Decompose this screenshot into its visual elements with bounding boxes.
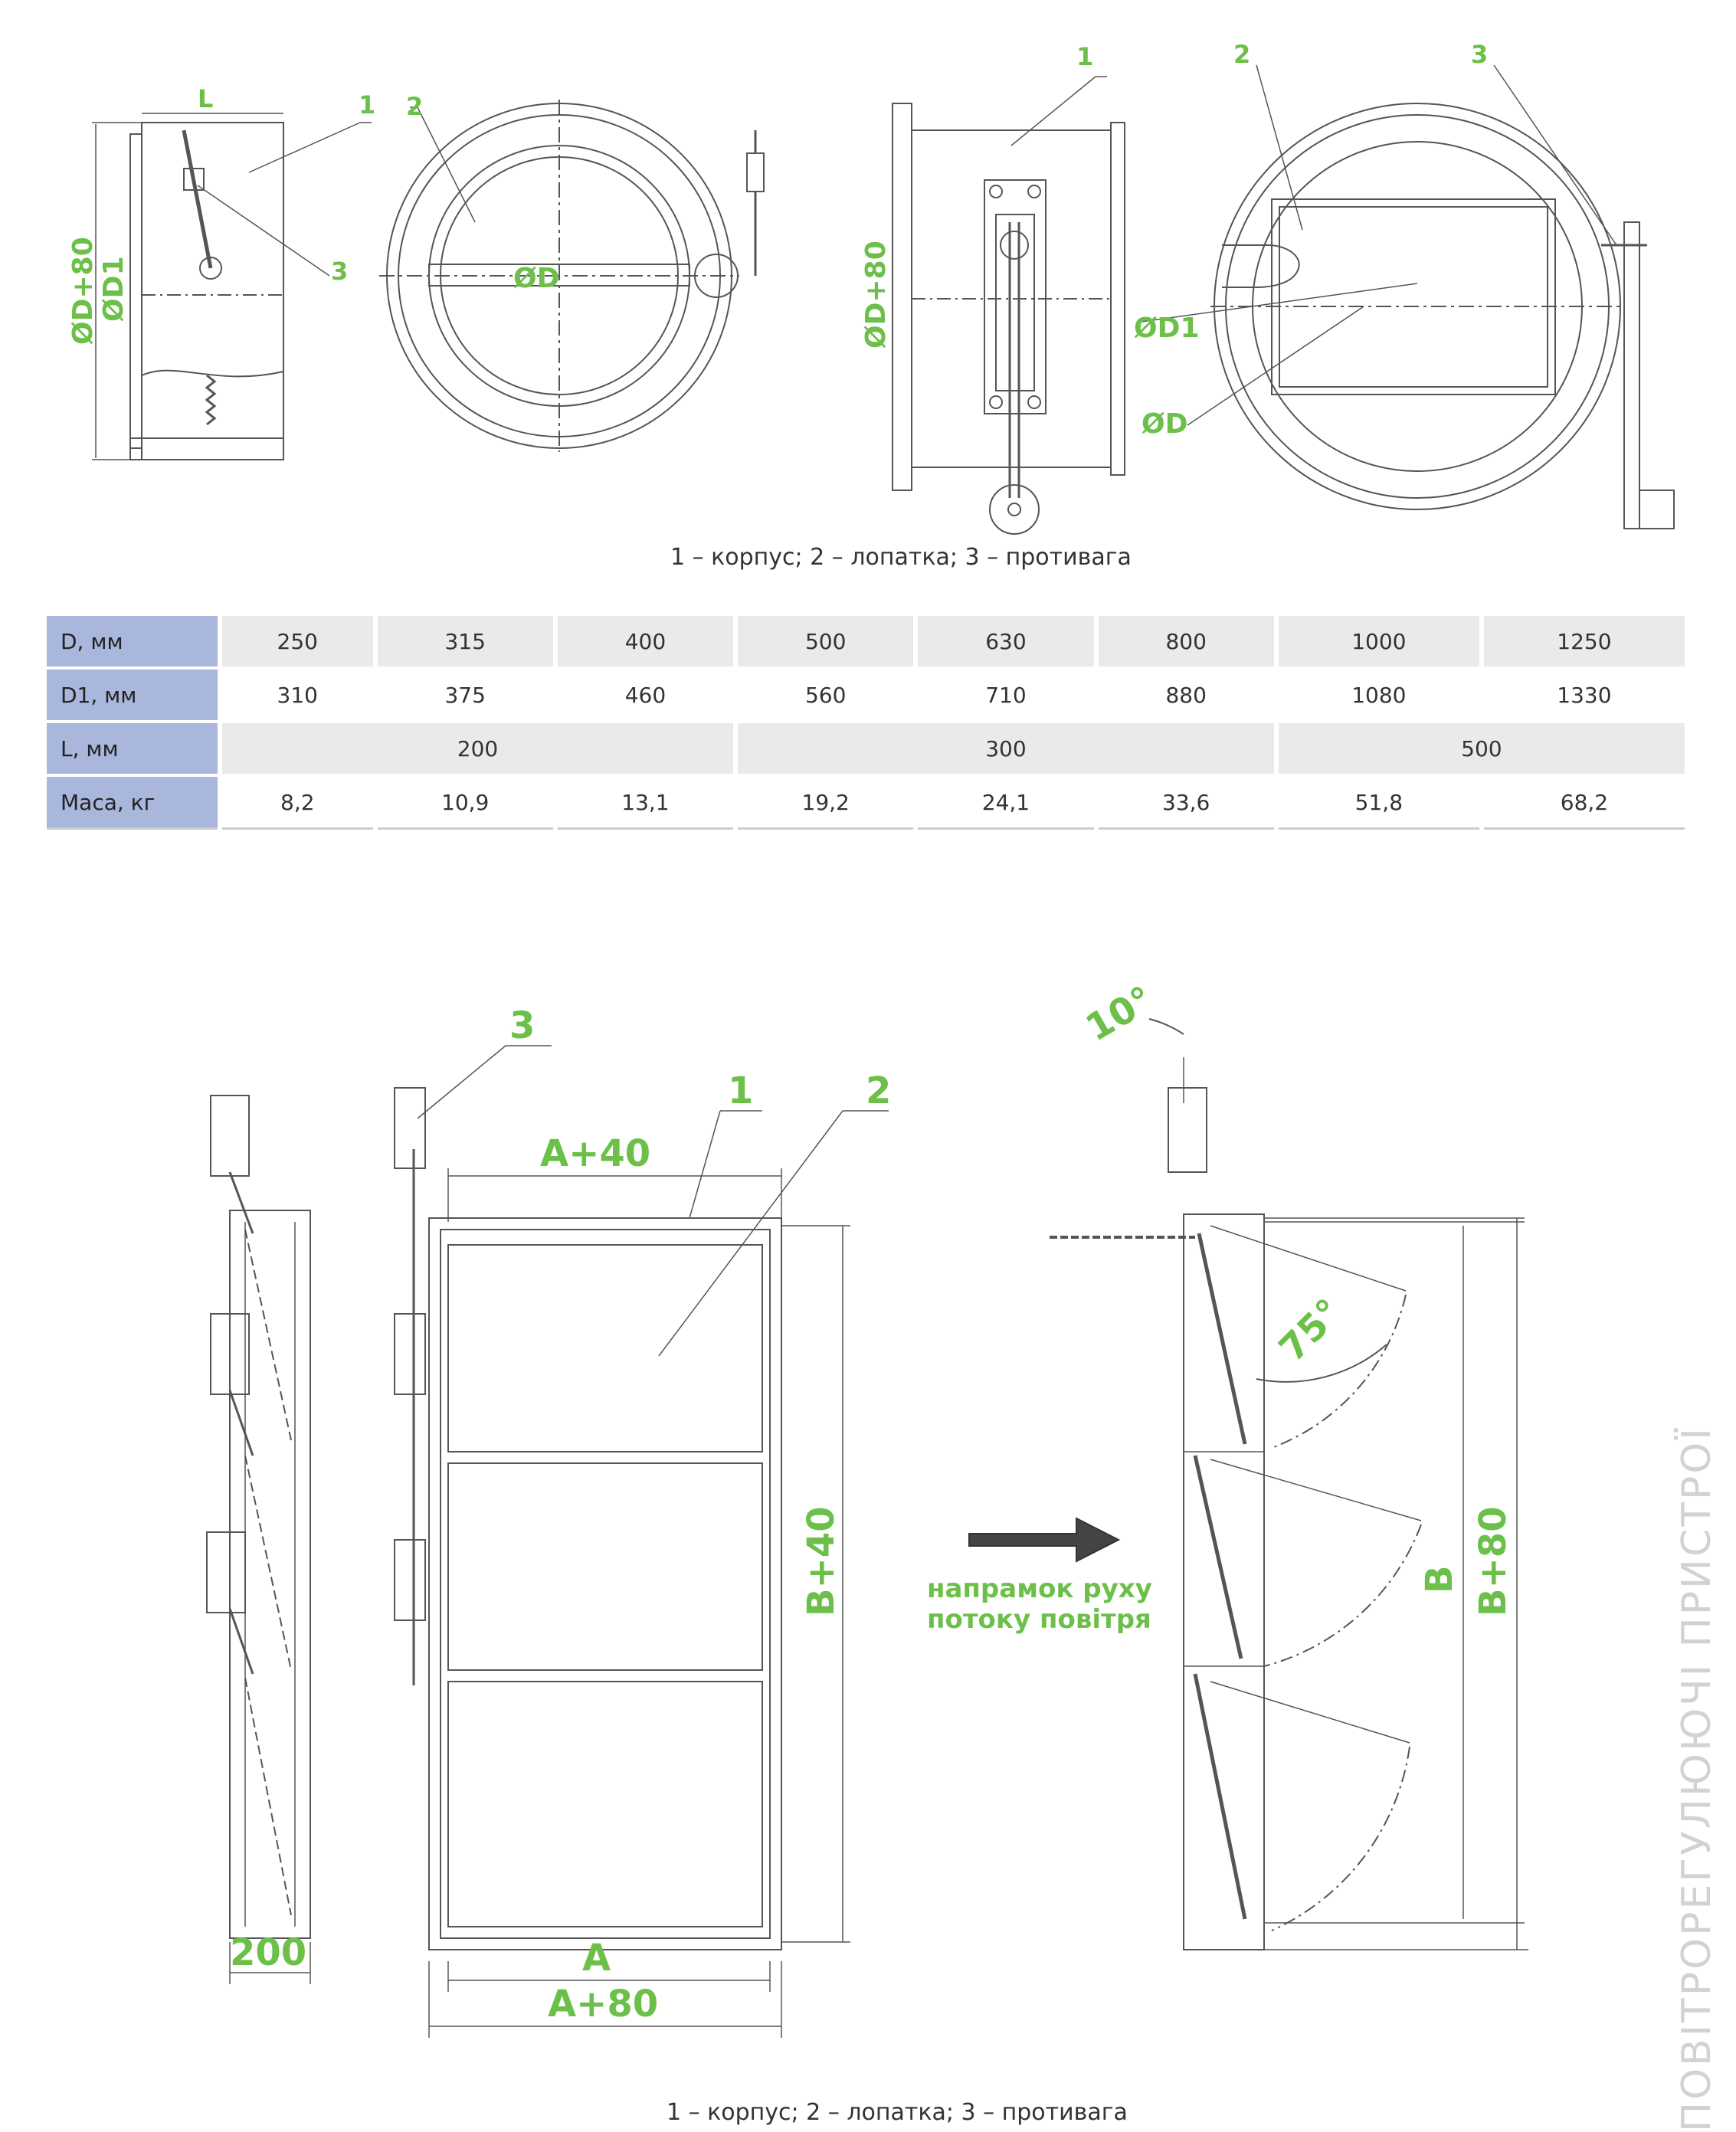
row-header: D, мм — [47, 616, 218, 666]
label-od80-b: ØD+80 — [860, 241, 892, 349]
flow-arrow — [968, 1517, 1121, 1563]
table-cell: 250 — [222, 616, 373, 666]
label-od1-b: ØD1 — [1134, 313, 1200, 344]
table-cell: 315 — [377, 616, 553, 666]
table-cell: 33,6 — [1098, 777, 1274, 830]
table-cell: 630 — [918, 616, 1094, 666]
round-damper-front-view — [379, 100, 765, 452]
row-header: L, мм — [47, 723, 218, 774]
label-top3-n1: 1 — [1076, 42, 1093, 71]
label-od-a: ØD — [513, 263, 560, 294]
label-b80: B+80 — [1472, 1506, 1515, 1616]
table-cell: 1250 — [1483, 616, 1685, 666]
table-cell: 13,1 — [557, 777, 734, 830]
table-cell: 68,2 — [1483, 777, 1685, 830]
table-cell: 710 — [985, 682, 1027, 708]
table-cell: 400 — [557, 616, 734, 666]
table-cell: 1330 — [1557, 682, 1612, 708]
table-cell: 8,2 — [222, 777, 373, 830]
label-a80: A+80 — [548, 1983, 658, 2026]
table-cell: 1000 — [1278, 616, 1479, 666]
rect-damper-open-view — [1050, 1018, 1528, 1950]
label-top4-n2: 2 — [1233, 40, 1250, 69]
label-od-b: ØD — [1142, 408, 1188, 440]
table-cell: 880 — [1165, 682, 1207, 708]
top-caption: 1 – корпус; 2 – лопатка; 3 – противага — [670, 544, 1132, 571]
round-damper-large-side-view — [892, 76, 1125, 535]
side-title: ПОВІТРОРЕГУЛЮЮЧІ ПРИСТРОЇ — [1674, 1426, 1720, 2132]
rect-damper-front-view — [394, 1045, 889, 2038]
table-cell: 310 — [277, 682, 318, 708]
flow-label-line1: напрамок руху — [927, 1574, 1152, 1604]
table-cell: 500 — [738, 616, 914, 666]
table-cell: 460 — [624, 682, 667, 708]
label-bottom-n1: 1 — [728, 1069, 753, 1112]
flow-label-line2: потоку повітря — [927, 1604, 1151, 1635]
table-cell: 200 — [222, 723, 734, 774]
table-cell: 800 — [1098, 616, 1274, 666]
label-top2-n2: 2 — [406, 92, 423, 121]
table-cell: 10,9 — [377, 777, 553, 830]
label-b40: B+40 — [800, 1506, 843, 1616]
label-od80-a: ØD+80 — [67, 237, 99, 345]
round-damper-large-front-view — [1141, 64, 1675, 529]
label-200: 200 — [230, 1931, 306, 1974]
label-L: L — [198, 84, 213, 113]
table-cell: 560 — [804, 682, 847, 708]
row-header: D1, мм — [47, 670, 218, 720]
round-damper-side-view — [92, 113, 372, 460]
label-ang10: 10° — [1079, 978, 1161, 1050]
table-cell: 51,8 — [1278, 777, 1479, 830]
table-row: D1, мм 310 375 460 560 710 880 1080 1330 — [47, 670, 1685, 720]
table-cell: 1080 — [1351, 682, 1407, 708]
label-a40: A+40 — [540, 1132, 650, 1175]
label-od1-a: ØD1 — [98, 256, 129, 322]
table-cell: 375 — [444, 682, 486, 708]
rect-damper-side-view — [206, 1095, 311, 1984]
label-b: B — [1418, 1565, 1461, 1593]
table-cell: 300 — [738, 723, 1274, 774]
label-top1-n3: 3 — [331, 257, 348, 286]
table-cell: 500 — [1278, 723, 1685, 774]
label-bottom-n2: 2 — [866, 1069, 891, 1112]
label-top1-n1: 1 — [359, 90, 375, 120]
label-ang75: 75° — [1271, 1291, 1351, 1371]
label-bottom-n3: 3 — [509, 1004, 535, 1047]
table-cell: 24,1 — [918, 777, 1094, 830]
label-top4-n3: 3 — [1471, 40, 1488, 69]
table-cell: 19,2 — [738, 777, 914, 830]
row-header: Маса, кг — [47, 777, 218, 830]
bottom-caption: 1 – корпус; 2 – лопатка; 3 – противага — [667, 2099, 1128, 2126]
label-a: A — [582, 1937, 611, 1980]
